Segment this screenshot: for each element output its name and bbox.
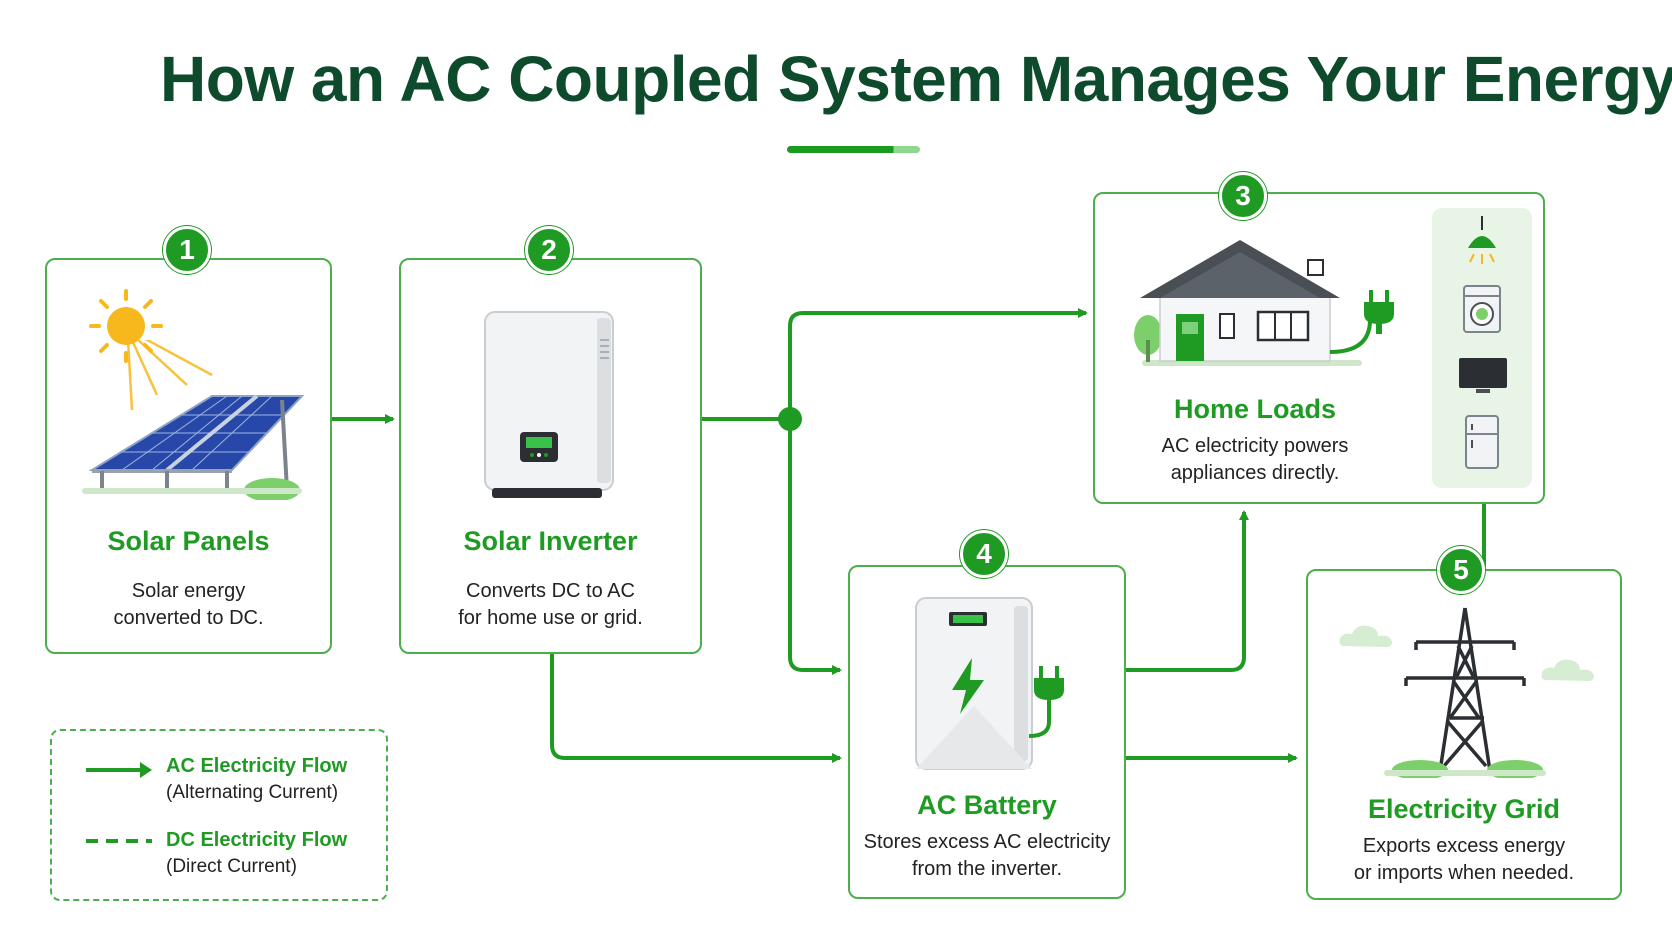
pylon-icon (1384, 607, 1546, 778)
electricity-grid-desc-line2: or imports when needed. (1353, 862, 1575, 884)
flow-inverter-to-battery (550, 653, 842, 763)
solar-panels-desc-line2: converted to DC. (113, 607, 264, 629)
solar-inverter-title: Solar Inverter (463, 526, 638, 556)
legend-dc-line (86, 839, 152, 843)
battery-plug-icon (1028, 666, 1064, 738)
fridge-icon (1465, 415, 1499, 469)
plug-icon (1364, 290, 1394, 334)
ac-battery-desc-line2: from the inverter. (911, 858, 1063, 880)
title-underline (787, 146, 920, 153)
legend (50, 729, 388, 901)
solar-panel-icon (82, 340, 305, 500)
solar-panels-desc: Solar energy converted to DC. (45, 578, 332, 632)
lamp-icon (1468, 216, 1496, 264)
ac-battery-desc: Stores excess AC electricity from the in… (848, 829, 1126, 883)
lightning-icon (952, 658, 984, 714)
solar-inverter-desc-line2: for home use or grid. (458, 607, 643, 629)
junction-dot (778, 407, 802, 431)
legend-ac-sub: (Alternating Current) (166, 782, 339, 803)
page-title: How an AC Coupled System Manages Your En… (160, 43, 1672, 115)
cloud-icon-right (1541, 659, 1594, 681)
electricity-grid-desc: Exports excess energy or imports when ne… (1306, 833, 1622, 887)
inverter-icon (484, 311, 614, 498)
home-loads-title: Home Loads (1173, 394, 1337, 424)
solar-panels-title: Solar Panels (107, 526, 270, 556)
legend-dc-sub: (Direct Current) (166, 856, 297, 877)
flow-battery-to-home (1126, 510, 1249, 672)
home-loads-desc-line1: AC electricity powers (1161, 435, 1349, 457)
electricity-grid-title: Electricity Grid (1367, 794, 1561, 824)
legend-dc-label: DC Electricity Flow (166, 829, 348, 851)
washing-machine-icon (1463, 285, 1501, 333)
ac-battery-desc-line1: Stores excess AC electricity (863, 831, 1111, 853)
electricity-grid-desc-line1: Exports excess energy (1362, 835, 1566, 857)
step-4-badge: 4 (960, 530, 1008, 578)
legend-ac-arrow (86, 762, 152, 778)
home-loads-desc: AC electricity powers appliances directl… (1120, 433, 1390, 487)
solar-panels-desc-line1: Solar energy (131, 580, 246, 602)
step-1-badge: 1 (163, 226, 211, 274)
step-2-badge: 2 (525, 226, 573, 274)
tv-icon (1459, 358, 1507, 393)
flow-to-home (788, 308, 1088, 419)
step-3-badge: 3 (1219, 172, 1267, 220)
home-loads-desc-line2: appliances directly. (1170, 462, 1340, 484)
solar-inverter-desc: Converts DC to AC for home use or grid. (399, 578, 702, 632)
cloud-icon (1339, 625, 1392, 647)
ac-battery-title: AC Battery (917, 790, 1057, 820)
step-5-badge: 5 (1437, 546, 1485, 594)
flow-to-battery (788, 419, 842, 675)
house-icon (1134, 240, 1372, 366)
legend-ac-label: AC Electricity Flow (166, 755, 348, 777)
solar-inverter-desc-line1: Converts DC to AC (466, 580, 635, 602)
